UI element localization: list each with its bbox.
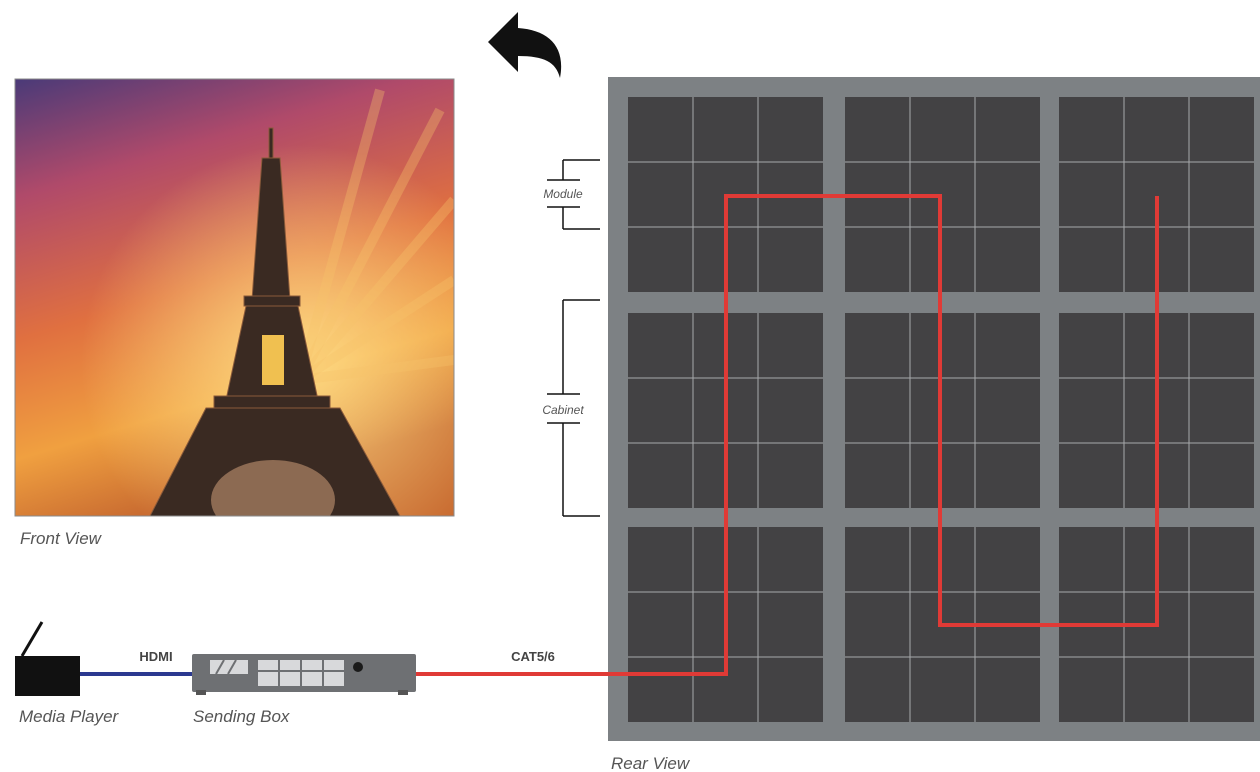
cabinet <box>845 313 1040 508</box>
media-player-label: Media Player <box>19 707 120 726</box>
led-wall-rear <box>608 77 1260 741</box>
front-view-image <box>15 79 454 540</box>
cat-label: CAT5/6 <box>511 649 555 664</box>
cabinet-label: Cabinet <box>542 403 584 417</box>
rear-view-label: Rear View <box>611 754 691 772</box>
front-view-label: Front View <box>20 529 103 548</box>
sending-box-label: Sending Box <box>193 707 290 726</box>
module-label: Module <box>543 187 583 201</box>
rotate-arrow-icon <box>488 12 561 78</box>
media-player-icon <box>15 622 80 696</box>
hdmi-label: HDMI <box>139 649 172 664</box>
sending-box-icon <box>192 654 416 695</box>
